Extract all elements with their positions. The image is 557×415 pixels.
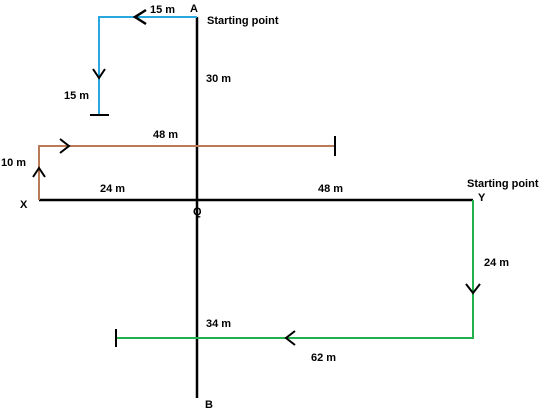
point-label-a: A [190,3,198,15]
brown-path [38,145,335,200]
point-label-x: X [20,199,28,211]
starting-point-label-y: Starting point [467,178,539,190]
brown-arrow-up [32,166,46,178]
distance-label-blue-down: 15 m [64,90,89,102]
distance-label-right-axis: 48 m [318,183,343,195]
green-arrow-down [465,283,481,295]
point-label-y: Y [478,192,486,204]
blue-arrow-left [132,8,147,26]
starting-point-label-a: Starting point [207,15,279,27]
distance-label-upper-axis: 30 m [206,73,231,85]
point-label-q: Q [193,206,202,218]
green-arrow-left [284,330,296,346]
blue-path [98,16,197,115]
distance-label-green-horizontal: 62 m [311,352,336,364]
brown-arrow-right [59,138,71,154]
distance-label-left-axis: 24 m [100,183,125,195]
distance-label-brown-vertical: 10 m [1,157,26,169]
point-label-b: B [205,399,213,411]
distance-label-blue-top: 15 m [150,4,175,16]
distance-label-lower-axis: 34 m [206,318,231,330]
green-path [116,200,474,339]
distance-label-brown-horizontal: 48 m [153,129,178,141]
blue-arrow-down [92,68,106,80]
distance-label-green-vertical: 24 m [484,257,509,269]
